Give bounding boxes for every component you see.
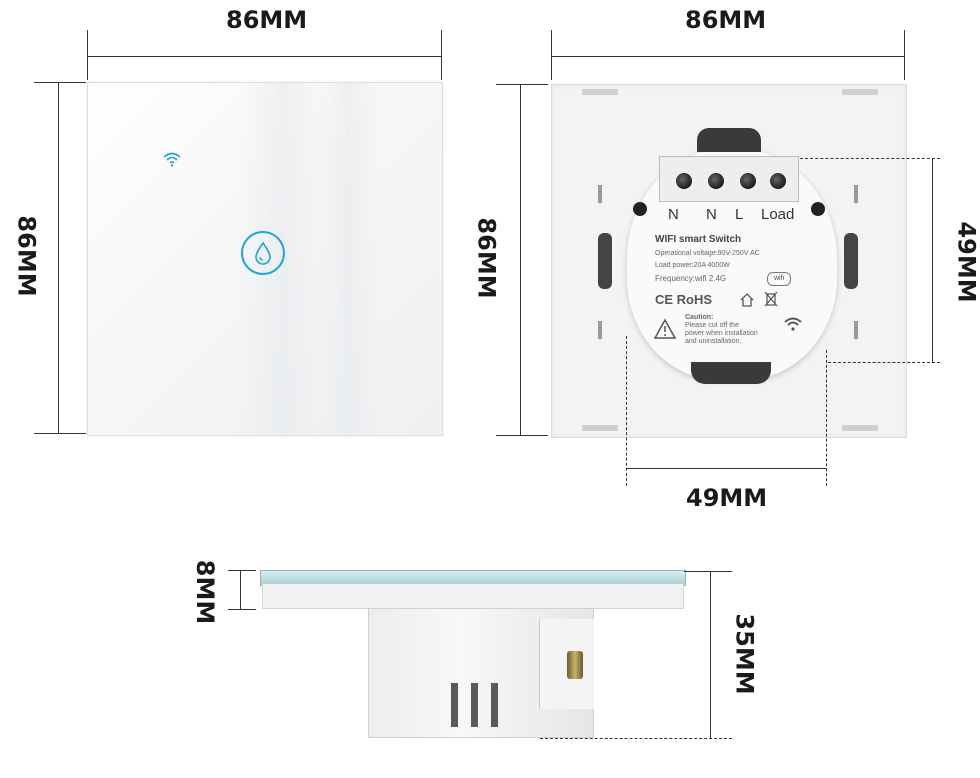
- thickness-tick-bottom: [228, 609, 256, 610]
- wifi-icon: [163, 152, 181, 167]
- back-width-tick-left: [551, 30, 552, 80]
- load-power-text: Load power:20A 4000W: [655, 262, 730, 269]
- side-frame-plate: [262, 584, 684, 609]
- back-height-tick-top: [496, 84, 548, 85]
- module-height-dash-bottom: [828, 362, 940, 363]
- voltage-text: Operational voltage:90V-250V AC: [655, 250, 760, 257]
- front-width-line: [87, 56, 441, 57]
- module-width-line: [626, 468, 826, 469]
- depth-label: 35MM: [730, 613, 759, 695]
- water-drop-icon: [255, 241, 271, 265]
- terminal-block: [659, 156, 799, 202]
- caution-line-3: and uninstallation.: [685, 338, 742, 345]
- certification-marks: CE RoHS: [655, 292, 713, 307]
- product-title: WIFI smart Switch: [655, 234, 742, 245]
- depth-line: [710, 571, 711, 738]
- terminal-screw-side: [567, 651, 583, 679]
- front-glass-panel: [87, 82, 443, 436]
- back-width-tick-right: [904, 30, 905, 80]
- depth-dash-bottom: [540, 738, 732, 739]
- touch-button[interactable]: [241, 231, 285, 275]
- terminal-label-n1: N: [668, 206, 679, 223]
- module-height-label: 49MM: [952, 221, 980, 303]
- frequency-text: Frequency:wifi 2.4G: [655, 274, 727, 283]
- front-width-tick-left: [87, 30, 88, 80]
- caution-line-2: power when installation: [685, 330, 758, 337]
- front-width-label: 86MM: [226, 6, 308, 34]
- terminal-label-load: Load: [761, 206, 795, 223]
- warning-triangle-icon: [653, 318, 677, 339]
- module-height-dash-top: [800, 158, 940, 159]
- front-height-tick-bottom: [34, 433, 86, 434]
- front-width-tick-right: [441, 30, 442, 80]
- back-height-line: [520, 84, 521, 436]
- caution-line-1: Please cut off the: [685, 322, 739, 329]
- front-height-tick-top: [34, 82, 86, 83]
- crossed-bin-icon: [764, 291, 778, 307]
- caution-title: Caution:: [685, 314, 714, 321]
- depth-tick-top: [684, 571, 732, 572]
- module-width-label: 49MM: [686, 484, 768, 512]
- front-height-line: [58, 82, 59, 434]
- back-height-label: 86MM: [472, 217, 501, 299]
- back-height-tick-bottom: [496, 435, 548, 436]
- front-height-label: 86MM: [12, 215, 41, 297]
- module-width-dash-left: [626, 336, 627, 486]
- home-icon: [740, 293, 754, 307]
- module-height-line: [932, 158, 933, 362]
- thickness-label: 8MM: [191, 559, 219, 625]
- terminal-label-n2: N: [706, 206, 717, 223]
- thickness-line: [240, 570, 241, 610]
- back-width-line: [551, 56, 905, 57]
- wifi-icon: [784, 317, 802, 331]
- side-module-body: [368, 608, 594, 738]
- module-width-dash-right: [826, 350, 827, 486]
- terminal-label-l: L: [735, 206, 744, 223]
- thickness-tick-top: [228, 570, 256, 571]
- back-width-label: 86MM: [685, 6, 767, 34]
